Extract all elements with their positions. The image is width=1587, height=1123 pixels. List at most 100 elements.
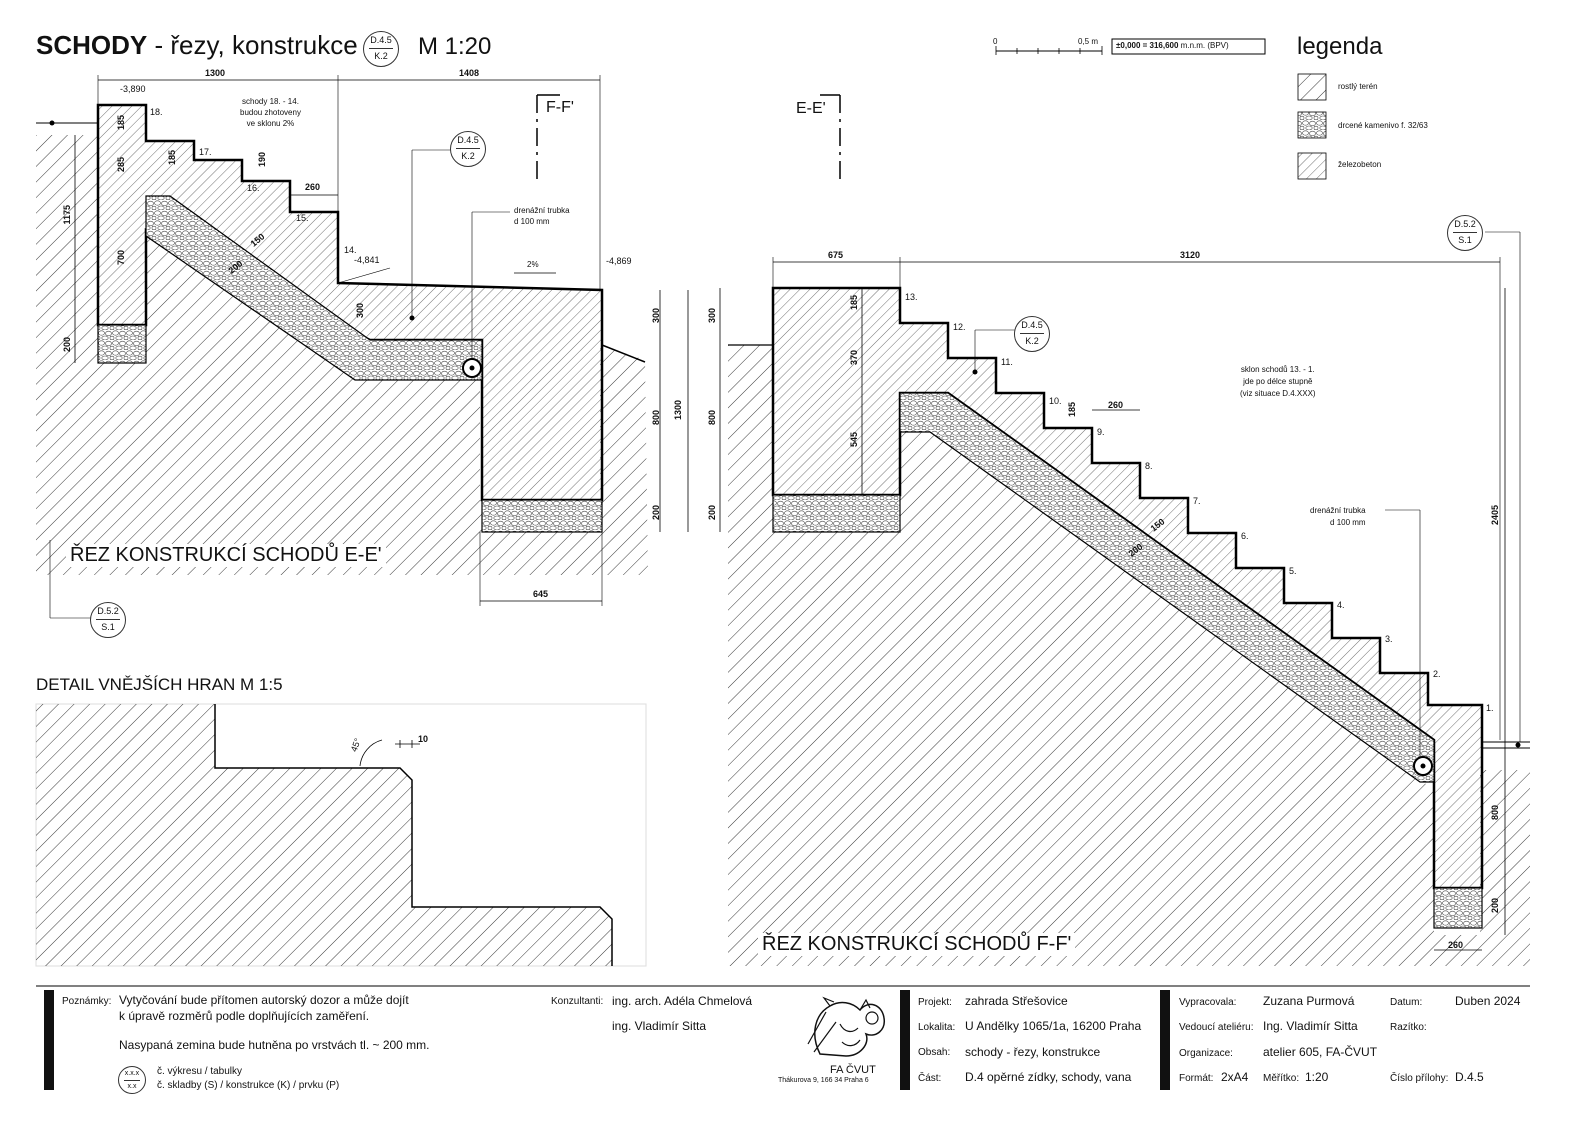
- ff-dim-185a: 185: [849, 295, 859, 311]
- ff-step-13: 13.: [905, 292, 918, 302]
- ee-dim-tread: 260: [305, 182, 321, 192]
- ff-section-title: ŘEZ KONSTRUKCÍ SCHODŮ F-F': [758, 933, 1076, 956]
- tb-format: 2xA4: [1221, 1070, 1249, 1084]
- tb-location: U Andělky 1065/1a, 16200 Praha: [965, 1019, 1142, 1033]
- tb-date-label: Datum:: [1390, 997, 1423, 1008]
- ee-dim-h285: 285: [116, 157, 126, 173]
- ff-dim-260: 260: [1108, 400, 1124, 410]
- tb-consultants-label: Konzultanti:: [551, 996, 604, 1007]
- tb-part: D.4 opěrné zídky, schody, vana: [965, 1070, 1132, 1084]
- tb-notes-1: Vytyčování bude přítomen autorský dozor …: [119, 993, 409, 1007]
- ff-step-4: 4.: [1337, 600, 1345, 610]
- datum-box: [1111, 38, 1266, 55]
- ee-cut-label: F-F': [546, 99, 574, 116]
- tb-org: atelier 605, FA-ČVUT: [1263, 1045, 1378, 1059]
- tb-author-label: Vypracovala:: [1179, 997, 1237, 1008]
- legend-swatch-gravel: [1297, 111, 1327, 139]
- tb-key-2: č. skladby (S) / konstrukce (K) / prvku …: [157, 1080, 340, 1091]
- ff-step-5: 5.: [1289, 566, 1297, 576]
- ff-dim-3120: 3120: [1180, 250, 1201, 260]
- tb-consultant-1: ing. arch. Adéla Chmelová: [612, 994, 753, 1008]
- ee-level-right: -4,869: [606, 256, 632, 266]
- ff-step-6: 6.: [1241, 531, 1249, 541]
- ff-step-11: 11.: [1001, 357, 1013, 367]
- ff-step-1: 1.: [1486, 703, 1494, 713]
- detail-dim-10: 10: [418, 734, 429, 744]
- ee-step-15: 15.: [296, 213, 309, 223]
- ee-dim-riser2: 185: [167, 150, 177, 166]
- tb-part-label: Část:: [918, 1073, 942, 1084]
- tb-consultant-2: ing. Vladimír Sitta: [612, 1019, 707, 1033]
- fa-cvut-logo: [807, 996, 885, 1057]
- ee-dim-riser3: 190: [257, 152, 267, 168]
- scalebar-zero: 0: [993, 37, 998, 46]
- tb-content: schody - řezy, konstrukce: [965, 1045, 1101, 1059]
- ff-dim-l200: 200: [707, 505, 717, 521]
- ff-dim-r800: 800: [1490, 805, 1500, 821]
- ff-dim-185b: 185: [1067, 402, 1077, 418]
- legend-swatch-concrete: [1297, 152, 1327, 180]
- ee-step-18: 18.: [150, 107, 163, 117]
- ee-gravel-slope: [145, 195, 483, 381]
- tb-head-label: Vedoucí ateliéru:: [1179, 1022, 1254, 1033]
- tb-notes-2: k úpravě rozměrů podle doplňujících zamě…: [119, 1009, 370, 1023]
- tb-annex-label: Číslo přílohy:: [1390, 1073, 1449, 1084]
- tb-school-addr: Thákurova 9, 166 34 Praha 6: [778, 1077, 869, 1084]
- tb-scale: 1:20: [1305, 1070, 1329, 1084]
- tb-key-1: č. výkresu / tabulky: [157, 1066, 243, 1077]
- ee-step-16: 16.: [247, 183, 260, 193]
- ee-dim-r800: 800: [651, 410, 661, 426]
- ee-dim-h200: 200: [62, 337, 72, 353]
- ff-gravel-footing-left: [772, 494, 901, 533]
- ee-dim-r300: 300: [651, 308, 661, 324]
- ff-step-9: 9.: [1097, 427, 1105, 437]
- tb-location-label: Lokalita:: [918, 1022, 956, 1033]
- ff-step-8: 8.: [1145, 461, 1153, 471]
- tb-author: Zuzana Purmová: [1263, 994, 1355, 1008]
- tb-content-label: Obsah:: [918, 1047, 951, 1058]
- ee-dim-r1300: 1300: [673, 400, 683, 421]
- ff-step-10: 10.: [1049, 396, 1062, 406]
- ff-dim-545: 545: [849, 432, 859, 448]
- ff-dim-675: 675: [828, 250, 844, 260]
- ee-dim-w1: 1300: [205, 68, 226, 78]
- ee-level-top: -3,890: [120, 84, 146, 94]
- ee-dim-300: 300: [355, 303, 365, 319]
- ff-terrain: [728, 345, 1530, 966]
- legend-title: legenda: [1297, 33, 1383, 60]
- ff-gravel-slope: [899, 392, 1435, 783]
- ff-note: sklon schodů 13. - 1.jde po délce stupně…: [1240, 365, 1316, 398]
- legend-label-gravel: drcené kamenivo f. 32/63: [1338, 121, 1428, 130]
- ee-dim-w2: 1408: [459, 68, 480, 78]
- tb-scale-label: Měřítko:: [1263, 1073, 1300, 1084]
- scale-bar: [995, 46, 1103, 55]
- detail: [35, 703, 647, 967]
- ee-dim-h1175: 1175: [62, 205, 72, 225]
- ff-dim-370: 370: [849, 350, 859, 366]
- ff-dim-r200: 200: [1490, 898, 1500, 914]
- ff-concrete: [771, 286, 1484, 890]
- tb-bar-2: [900, 990, 910, 1090]
- ff-dim-l800: 800: [707, 410, 717, 426]
- ee-step-14: 14.: [344, 245, 357, 255]
- scalebar-half: 0,5 m: [1078, 37, 1099, 46]
- legend-label-concrete: železobeton: [1338, 160, 1382, 169]
- tb-stamp-label: Razítko:: [1390, 1022, 1427, 1033]
- detail-title: DETAIL VNĚJŠÍCH HRAN M 1:5: [36, 675, 283, 694]
- tb-bar-3: [1160, 990, 1170, 1090]
- ee-dim-r200: 200: [651, 505, 661, 521]
- legend-swatch-terrain: [1297, 73, 1327, 101]
- ee-gravel-footing-right: [481, 499, 603, 533]
- tb-notes-label: Poznámky:: [62, 996, 112, 1007]
- ee-dim-645: 645: [533, 589, 549, 599]
- ff-dim-l300: 300: [707, 308, 717, 324]
- ff-step-7: 7.: [1193, 496, 1201, 506]
